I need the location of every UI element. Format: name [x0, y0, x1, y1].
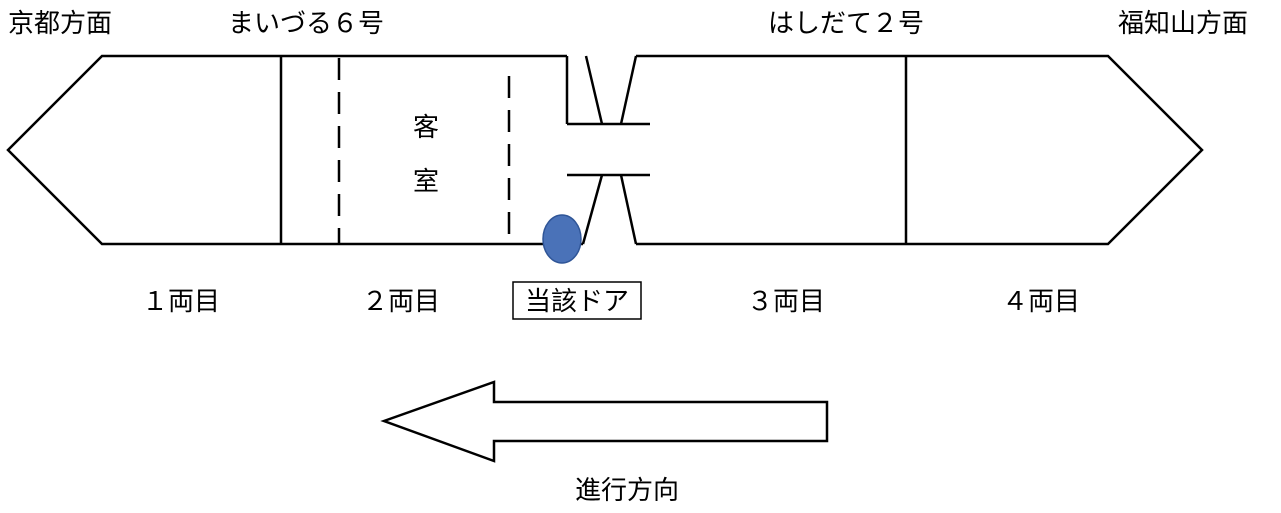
car-3-label: ３両目 — [747, 287, 825, 317]
gangway-diagonal-a — [584, 55, 604, 125]
gangway-diagonal-b — [581, 174, 604, 245]
car-2-label: ２両目 — [362, 287, 440, 317]
gangway-diagonal-d — [619, 174, 638, 245]
car-1-label: １両目 — [142, 287, 220, 317]
door-marker — [542, 214, 582, 264]
travel-direction-arrow — [380, 380, 829, 463]
train-right-label: はしだて２号 — [768, 9, 924, 39]
direction-left-label: 京都方面 — [8, 9, 112, 39]
left-train-set — [6, 54, 650, 246]
direction-right-label: 福知山方面 — [1118, 9, 1248, 39]
train-left-label: まいづる６号 — [228, 9, 384, 39]
travel-direction-label: 進行方向 — [575, 476, 679, 506]
right-train-set — [619, 54, 1204, 246]
car-4-label: ４両目 — [1002, 287, 1080, 317]
room-label-bottom: 室 — [413, 167, 439, 197]
right-train-outline — [636, 54, 1204, 246]
left-train-outline — [6, 54, 583, 246]
door-label: 当該ドア — [525, 287, 629, 317]
gangway-diagonal-c — [619, 55, 638, 125]
door-label-box — [512, 281, 642, 320]
room-label-top: 客 — [413, 113, 439, 143]
